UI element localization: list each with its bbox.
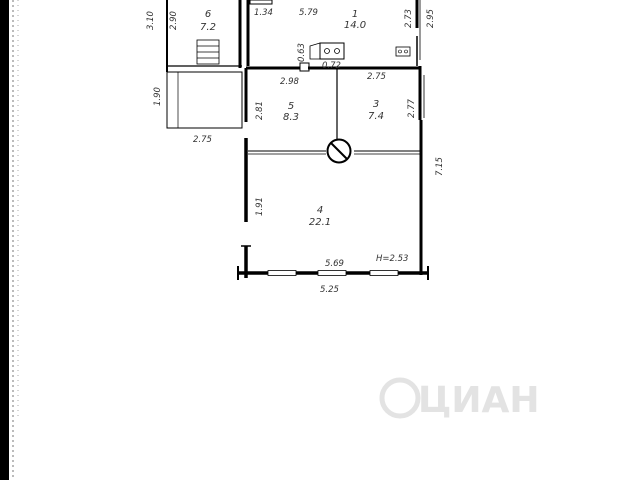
dimension-label: 1.34 bbox=[254, 8, 273, 18]
dimension-label: 2.98 bbox=[280, 77, 300, 87]
room-number: 6 bbox=[205, 9, 211, 20]
chimney bbox=[299, 62, 310, 72]
window bbox=[267, 270, 297, 276]
window bbox=[369, 270, 399, 276]
appliance-knob bbox=[404, 49, 408, 54]
appliance-knob bbox=[398, 49, 402, 54]
room-number: 3 bbox=[373, 99, 379, 110]
dimension-label: 2.73 bbox=[404, 9, 414, 28]
dimension-label: 2.75 bbox=[193, 135, 212, 145]
dimension-label: 2.90 bbox=[169, 11, 179, 30]
watermark-logo bbox=[379, 377, 421, 419]
dimension-label: 5.25 bbox=[320, 285, 339, 295]
dimension-label: 5.79 bbox=[299, 8, 318, 18]
room-area: 14.0 bbox=[344, 20, 366, 31]
room-number: 4 bbox=[317, 205, 323, 216]
dimension-label: 3.10 bbox=[146, 11, 156, 30]
dimension-label: 2.75 bbox=[367, 72, 386, 82]
heating-stove-mark bbox=[330, 142, 348, 160]
dimension-label: 2.81 bbox=[255, 101, 265, 120]
stove-burner bbox=[324, 48, 330, 54]
appliance bbox=[395, 46, 411, 57]
dimension-label: H=2.53 bbox=[376, 254, 408, 264]
porch bbox=[166, 71, 243, 129]
stove-burner bbox=[334, 48, 340, 54]
room-number: 1 bbox=[352, 9, 358, 20]
dimension-label: 2.95 bbox=[426, 9, 436, 28]
window bbox=[317, 270, 347, 276]
stove bbox=[319, 42, 345, 60]
scan-edge bbox=[0, 0, 9, 480]
wall-block bbox=[249, 0, 273, 5]
room-area: 8.3 bbox=[283, 112, 299, 123]
stove-front bbox=[309, 42, 321, 60]
dimension-label: 5.69 bbox=[325, 259, 344, 269]
watermark: ЦИАН bbox=[418, 380, 540, 421]
dimension-label: 2.77 bbox=[407, 98, 417, 118]
room-area: 22.1 bbox=[309, 217, 331, 228]
room-area: 7.4 bbox=[368, 111, 384, 122]
dimension-label: 1.90 bbox=[153, 87, 163, 106]
dimension-label: 0.63 bbox=[297, 43, 307, 62]
dimension-label: 1.91 bbox=[255, 197, 265, 216]
dimension-label: 0.72 bbox=[322, 61, 341, 71]
room-number: 5 bbox=[288, 101, 294, 112]
dimension-label: 7.15 bbox=[435, 157, 445, 176]
room-area: 7.2 bbox=[200, 22, 216, 33]
